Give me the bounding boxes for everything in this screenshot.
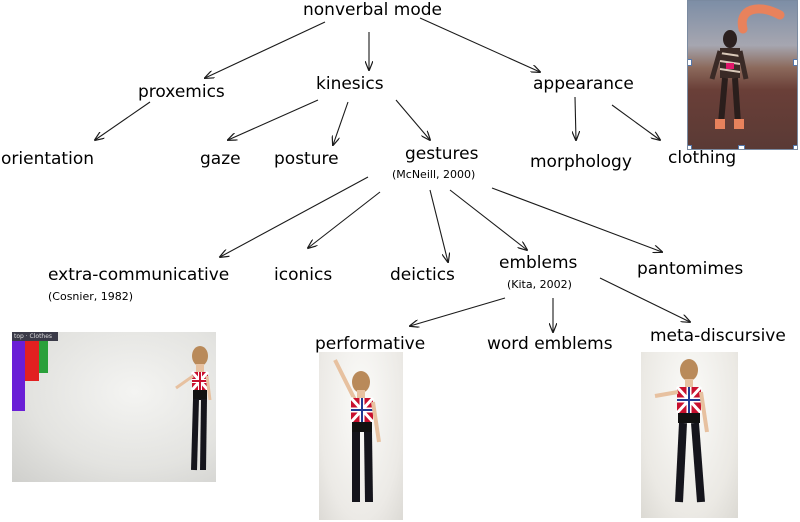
resize-handle-icon <box>688 145 692 149</box>
node-pantomimes: pantomimes <box>637 259 744 279</box>
extra-communicative-citation: (Cosnier, 1982) <box>48 290 134 303</box>
node-word-emblems: word emblems <box>487 334 613 354</box>
resize-handle-icon <box>793 145 797 149</box>
arrow-gestures-deictics <box>429 189 448 262</box>
extra-communicative-image: top · Clothes <box>12 332 216 482</box>
arrow-root-appearance <box>419 17 540 72</box>
node-orientation: orientation <box>1 149 94 169</box>
node-proxemics: proxemics <box>138 82 225 102</box>
node-appearance: appearance <box>533 74 634 94</box>
arrow-appearance-clothing <box>611 104 660 140</box>
avatar-figure <box>654 359 709 503</box>
zebra-avatar-figure <box>709 4 785 129</box>
arrow-kinesics-gaze <box>228 99 319 140</box>
resize-handle-icon <box>738 145 745 149</box>
resize-handle-icon <box>688 59 692 66</box>
node-nonverbal-mode: nonverbal mode <box>303 0 443 20</box>
arrow-emblems-meta <box>599 277 690 322</box>
arrow-gestures-pantomimes <box>491 187 662 252</box>
arrow-gestures-emblems <box>449 189 527 250</box>
emblems-citation: (Kita, 2002) <box>507 278 572 291</box>
node-clothing: clothing <box>668 148 737 168</box>
node-deictics: deictics <box>390 265 455 285</box>
node-iconics: iconics <box>274 265 333 285</box>
node-meta-discursive: meta-discursive <box>650 326 786 346</box>
performative-image <box>319 352 403 520</box>
node-posture: posture <box>274 149 339 169</box>
gestures-citation: (McNeill, 2000) <box>392 168 476 181</box>
overlay-label: top · Clothes <box>12 332 58 341</box>
arrow-root-proxemics <box>205 21 326 78</box>
inventory-panel: top · Clothes <box>12 332 58 412</box>
arrow-gestures-extra <box>220 176 369 257</box>
node-morphology: morphology <box>530 152 632 172</box>
node-emblems: emblems <box>499 253 578 273</box>
arrow-kinesics-posture <box>333 101 349 145</box>
node-performative: performative <box>315 334 426 354</box>
avatar-figure <box>175 346 212 471</box>
meta-discursive-image <box>641 352 738 518</box>
resize-handle-icon <box>793 59 797 66</box>
arrow-kinesics-gestures <box>395 99 430 140</box>
arrow-proxemics-orientation <box>95 101 151 140</box>
node-extra-communicative: extra-communicative <box>48 265 230 285</box>
node-kinesics: kinesics <box>316 74 384 94</box>
avatar-figure <box>333 359 381 503</box>
node-gaze: gaze <box>200 149 241 169</box>
arrow-gestures-iconics <box>308 191 381 248</box>
arrow-appearance-morphology <box>575 96 576 140</box>
node-gestures: gestures <box>405 144 479 164</box>
appearance-avatar-image <box>687 0 798 150</box>
arrow-emblems-performative <box>410 297 506 326</box>
